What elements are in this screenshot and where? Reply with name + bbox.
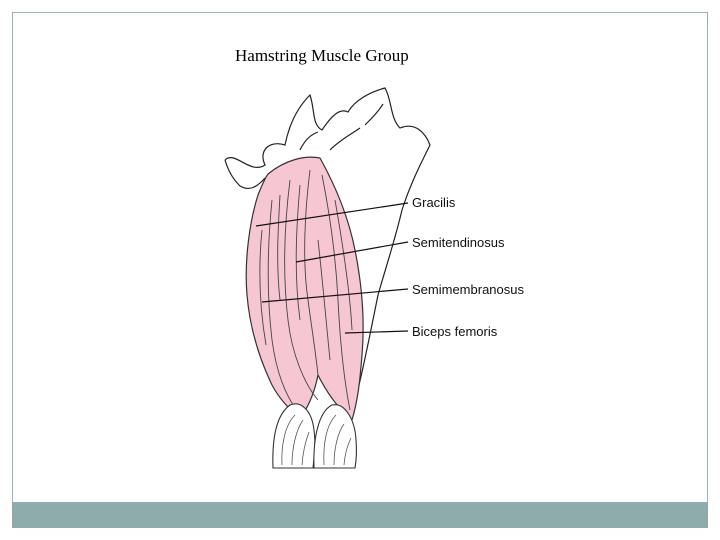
leader-line-semimembranosus bbox=[261, 288, 409, 303]
label-biceps-femoris: Biceps femoris bbox=[412, 324, 498, 339]
leader-lines bbox=[255, 202, 409, 334]
muscle-mass bbox=[245, 156, 364, 422]
leader-line-gracilis bbox=[255, 202, 409, 227]
leader-line-semitendinosus bbox=[295, 241, 409, 263]
footer-bar bbox=[12, 502, 708, 528]
hamstring-muscles bbox=[245, 156, 364, 422]
slide-title: Hamstring Muscle Group bbox=[235, 46, 409, 65]
knee-condyles bbox=[272, 403, 357, 469]
label-semimembranosus: Semimembranosus bbox=[412, 282, 524, 297]
leader-line-biceps-femoris bbox=[344, 330, 409, 334]
label-gracilis: Gracilis bbox=[412, 195, 456, 210]
label-semitendinosus: Semitendinosus bbox=[412, 235, 505, 250]
slide-frame bbox=[12, 12, 708, 528]
pelvis-outline bbox=[224, 87, 431, 421]
